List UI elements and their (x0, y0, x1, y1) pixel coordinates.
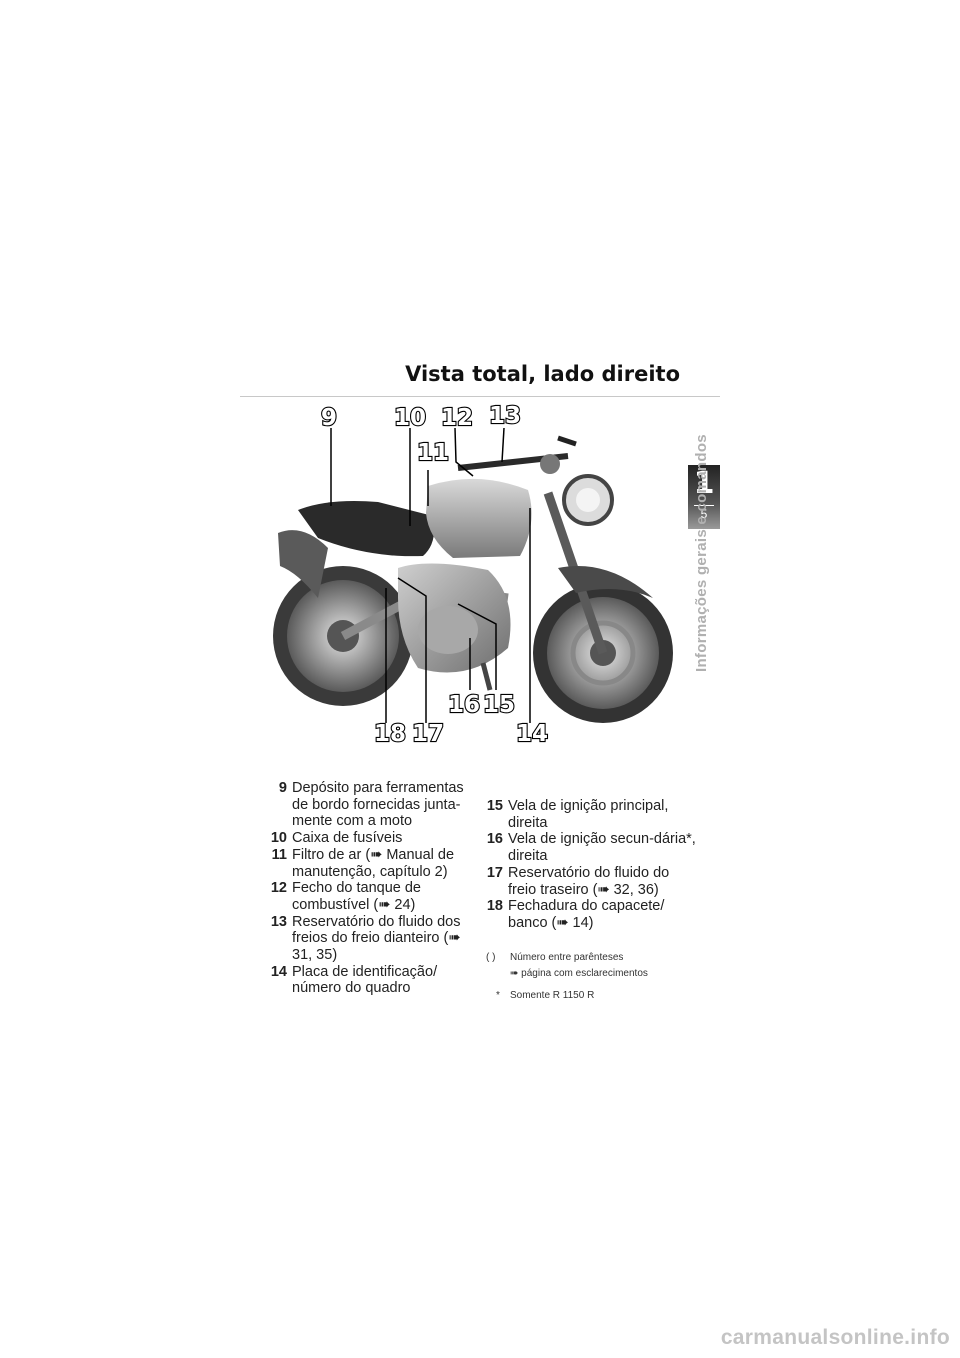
chapter-tab (688, 465, 720, 529)
motorcycle-illustration: 9 10 11 12 13 14 15 16 17 18 (273, 402, 673, 748)
legend-number: 10 (270, 830, 287, 847)
title-divider (240, 396, 720, 397)
callout-18: 18 (374, 721, 406, 747)
legend-item: 10 Caixa de fusíveis (262, 830, 472, 847)
legend-item: 11 Filtro de ar (➠ Manual de manutenção,… (262, 847, 472, 880)
footnote-text: Número entre parênteses (510, 952, 624, 963)
legend-item: 14 Placa de identificação/ número do qua… (262, 964, 472, 997)
footnote-text: ➠ página com esclarecimentos (510, 968, 648, 979)
footnote-text: Somente R 1150 R (510, 990, 595, 1001)
legend-number: 11 (271, 846, 287, 863)
legend-number: 14 (270, 963, 287, 980)
footnote-row: ( ) Número entre parênteses (486, 950, 648, 966)
callout-17: 17 (412, 721, 444, 747)
legend-left-column: 9 Depósito para ferramentas de bordo for… (262, 780, 472, 997)
callout-13: 13 (489, 403, 521, 429)
front-fender (558, 566, 653, 598)
legend-item: 13 Reservatório do fluido dos freios do … (262, 914, 472, 964)
legend-item: 17 Reservatório do fluido do freio trase… (478, 865, 698, 898)
callout-16: 16 (448, 692, 480, 718)
legend-text: Depósito para ferramentas de bordo forne… (292, 780, 464, 830)
footnote-symbol: * (496, 990, 500, 1001)
footnote-row: * Somente R 1150 R (486, 988, 648, 1004)
mirror (557, 435, 577, 447)
legend-number: 18 (486, 898, 503, 915)
callout-11: 11 (417, 440, 449, 466)
legend-number: 12 (270, 880, 287, 897)
legend-item: 18 Fechadura do capacete/ banco (➠ 14) (478, 898, 698, 931)
legend-right-column: 15 Vela de ignição principal, direita 16… (478, 798, 698, 932)
legend-text: Reservatório do fluido do freio traseiro… (508, 864, 670, 898)
callout-14: 14 (516, 721, 548, 747)
footnote-symbol: ( ) (486, 952, 496, 963)
footnotes: ( ) Número entre parênteses ➠ página com… (486, 950, 648, 1004)
legend-text: Vela de ignição secun-dária*, direita (508, 831, 696, 865)
leader-lines (330, 427, 531, 723)
legend-item: 15 Vela de ignição principal, direita (478, 798, 698, 831)
legend-number: 15 (486, 798, 503, 814)
legend-number: 9 (278, 780, 287, 796)
legend-item: 16 Vela de ignição secun-dária*, direita (478, 831, 698, 864)
rear-fender (278, 530, 328, 598)
callout-10: 10 (394, 405, 426, 431)
legend-item: 12 Fecho do tanque de combustível (➠ 24) (262, 880, 472, 913)
engine-cylinder (418, 606, 478, 654)
kickstand (480, 662, 493, 691)
legend-text: Fecho do tanque de combustível (➠ 24) (292, 880, 421, 913)
chapter-tab-divider (694, 505, 714, 506)
legend-text: Placa de identificação/ número do quadro (292, 963, 438, 997)
legend-text: Fechadura do capacete/ banco (➠ 14) (508, 898, 665, 931)
callout-15: 15 (483, 692, 515, 718)
legend-number: 16 (486, 831, 503, 848)
page-number: 5 (700, 507, 708, 521)
legend-text: Vela de ignição principal, direita (508, 798, 669, 831)
fuel-tank (426, 478, 532, 558)
legend-text: Reservatório do fluido dos freios do fre… (292, 913, 461, 964)
watermark: carmanualsonline.info (720, 1326, 950, 1349)
chapter-side-label: Informações gerais e comandos (693, 434, 710, 672)
chapter-number: 1 (693, 466, 715, 501)
legend-number: 17 (486, 864, 503, 881)
legend-item: 9 Depósito para ferramentas de bordo for… (262, 780, 472, 830)
instrument-cluster (540, 454, 560, 474)
footnote-symbol (486, 966, 510, 982)
legend-text: Caixa de fusíveis (292, 830, 403, 847)
legend-text: Filtro de ar (➠ Manual de manutenção, ca… (292, 846, 455, 880)
footnote-row: ➠ página com esclarecimentos (486, 966, 648, 982)
motorcycle-figure: 9 10 11 12 13 14 15 16 17 18 (258, 398, 700, 753)
callout-9: 9 (321, 405, 337, 431)
seat (298, 501, 435, 557)
legend-number: 13 (270, 913, 287, 930)
headlight-lens (576, 488, 600, 512)
page-title: Vista total, lado direito (405, 362, 680, 386)
callout-12: 12 (441, 405, 473, 431)
